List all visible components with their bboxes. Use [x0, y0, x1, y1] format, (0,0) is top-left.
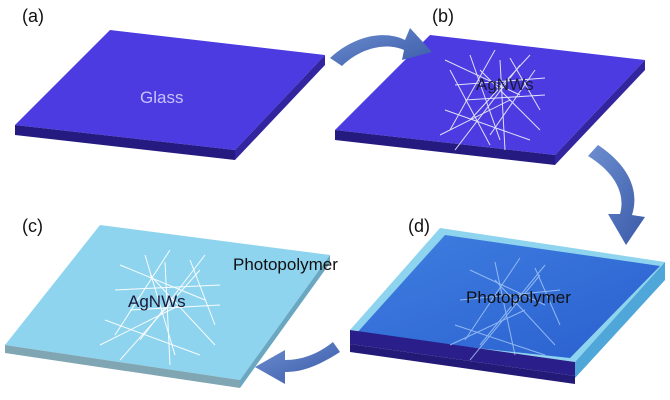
- curved-arrow-icon: [255, 342, 340, 384]
- glass-top: [355, 235, 660, 358]
- curved-arrow-icon: [330, 28, 432, 66]
- panel-a: (a) Glass: [15, 6, 325, 160]
- glass-side: [235, 55, 325, 160]
- panel-c: (c) AgNWs Photopolymer: [5, 216, 338, 388]
- film-side: [240, 255, 330, 388]
- photopolymer-label: Photopolymer: [466, 288, 571, 307]
- panel-label: (c): [22, 216, 43, 236]
- agnws-label: AgNWs: [128, 292, 186, 311]
- glass-label: Glass: [140, 88, 183, 107]
- glass-front: [15, 125, 235, 160]
- glass-side: [555, 60, 645, 165]
- nanowire-network: [99, 249, 221, 366]
- panel-d: (d) Photopolymer: [350, 216, 665, 384]
- panel-label: (d): [408, 216, 430, 236]
- nanowire-network: [449, 257, 561, 361]
- photopolymer-front: [350, 344, 575, 384]
- film-top: [5, 225, 330, 380]
- panel-b: (b) AgNWs: [335, 6, 645, 165]
- photopolymer-side: [575, 262, 665, 378]
- glass-front: [335, 130, 555, 165]
- glass-top: [15, 30, 325, 150]
- nanowire-network: [439, 49, 546, 151]
- agnws-label: AgNWs: [476, 75, 534, 94]
- curved-arrow-icon: [588, 145, 645, 245]
- glass-top: [335, 35, 645, 155]
- panel-label: (a): [22, 6, 44, 26]
- photopolymer-label: Photopolymer: [233, 255, 338, 274]
- panel-label: (b): [432, 6, 454, 26]
- film-front: [5, 345, 240, 388]
- glass-front: [350, 330, 575, 376]
